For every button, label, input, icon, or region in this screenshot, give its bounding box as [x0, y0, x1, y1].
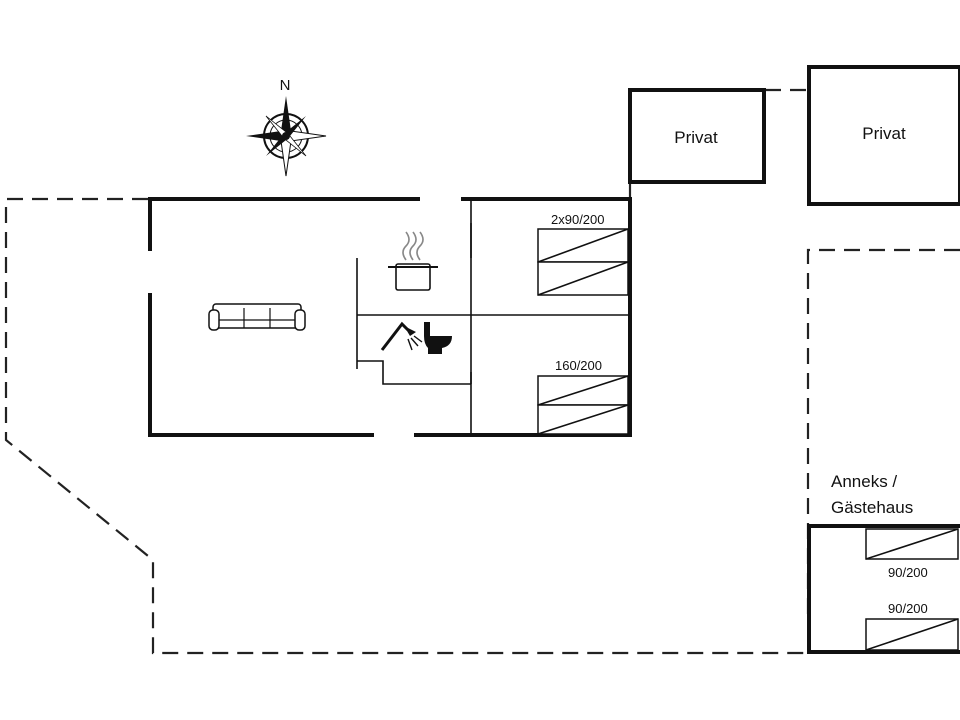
shower-icon [380, 321, 423, 351]
sofa-icon [208, 303, 306, 331]
annex-label-line2: Gästehaus [831, 498, 913, 517]
annex-bed-label-2: 90/200 [888, 601, 928, 616]
garden-outline-right [806, 248, 960, 614]
compass-icon [246, 96, 327, 177]
main-house [148, 197, 632, 437]
compass-north-label: N [280, 77, 291, 94]
annex-bed-lower [865, 618, 959, 651]
privat-building-1 [628, 88, 766, 184]
annex-bed-upper [865, 528, 959, 560]
terrace-outline [4, 197, 808, 655]
bed-160-lower [537, 404, 629, 435]
bed-2x90-lower [537, 261, 629, 296]
bed-160-upper [537, 375, 629, 406]
cooking-pot-icon [388, 231, 438, 291]
bed-label-160: 160/200 [555, 358, 602, 373]
bed-2x90-upper [537, 228, 629, 263]
annex-label-line1: Anneks / [831, 472, 897, 491]
privat-building-2 [807, 65, 960, 206]
toilet-icon [424, 322, 452, 354]
annex-bed-label-1: 90/200 [888, 565, 928, 580]
annex-building [807, 524, 960, 654]
privat-label-2: Privat [862, 124, 906, 143]
privat-label-1: Privat [674, 128, 718, 147]
bed-label-2x90: 2x90/200 [551, 212, 605, 227]
